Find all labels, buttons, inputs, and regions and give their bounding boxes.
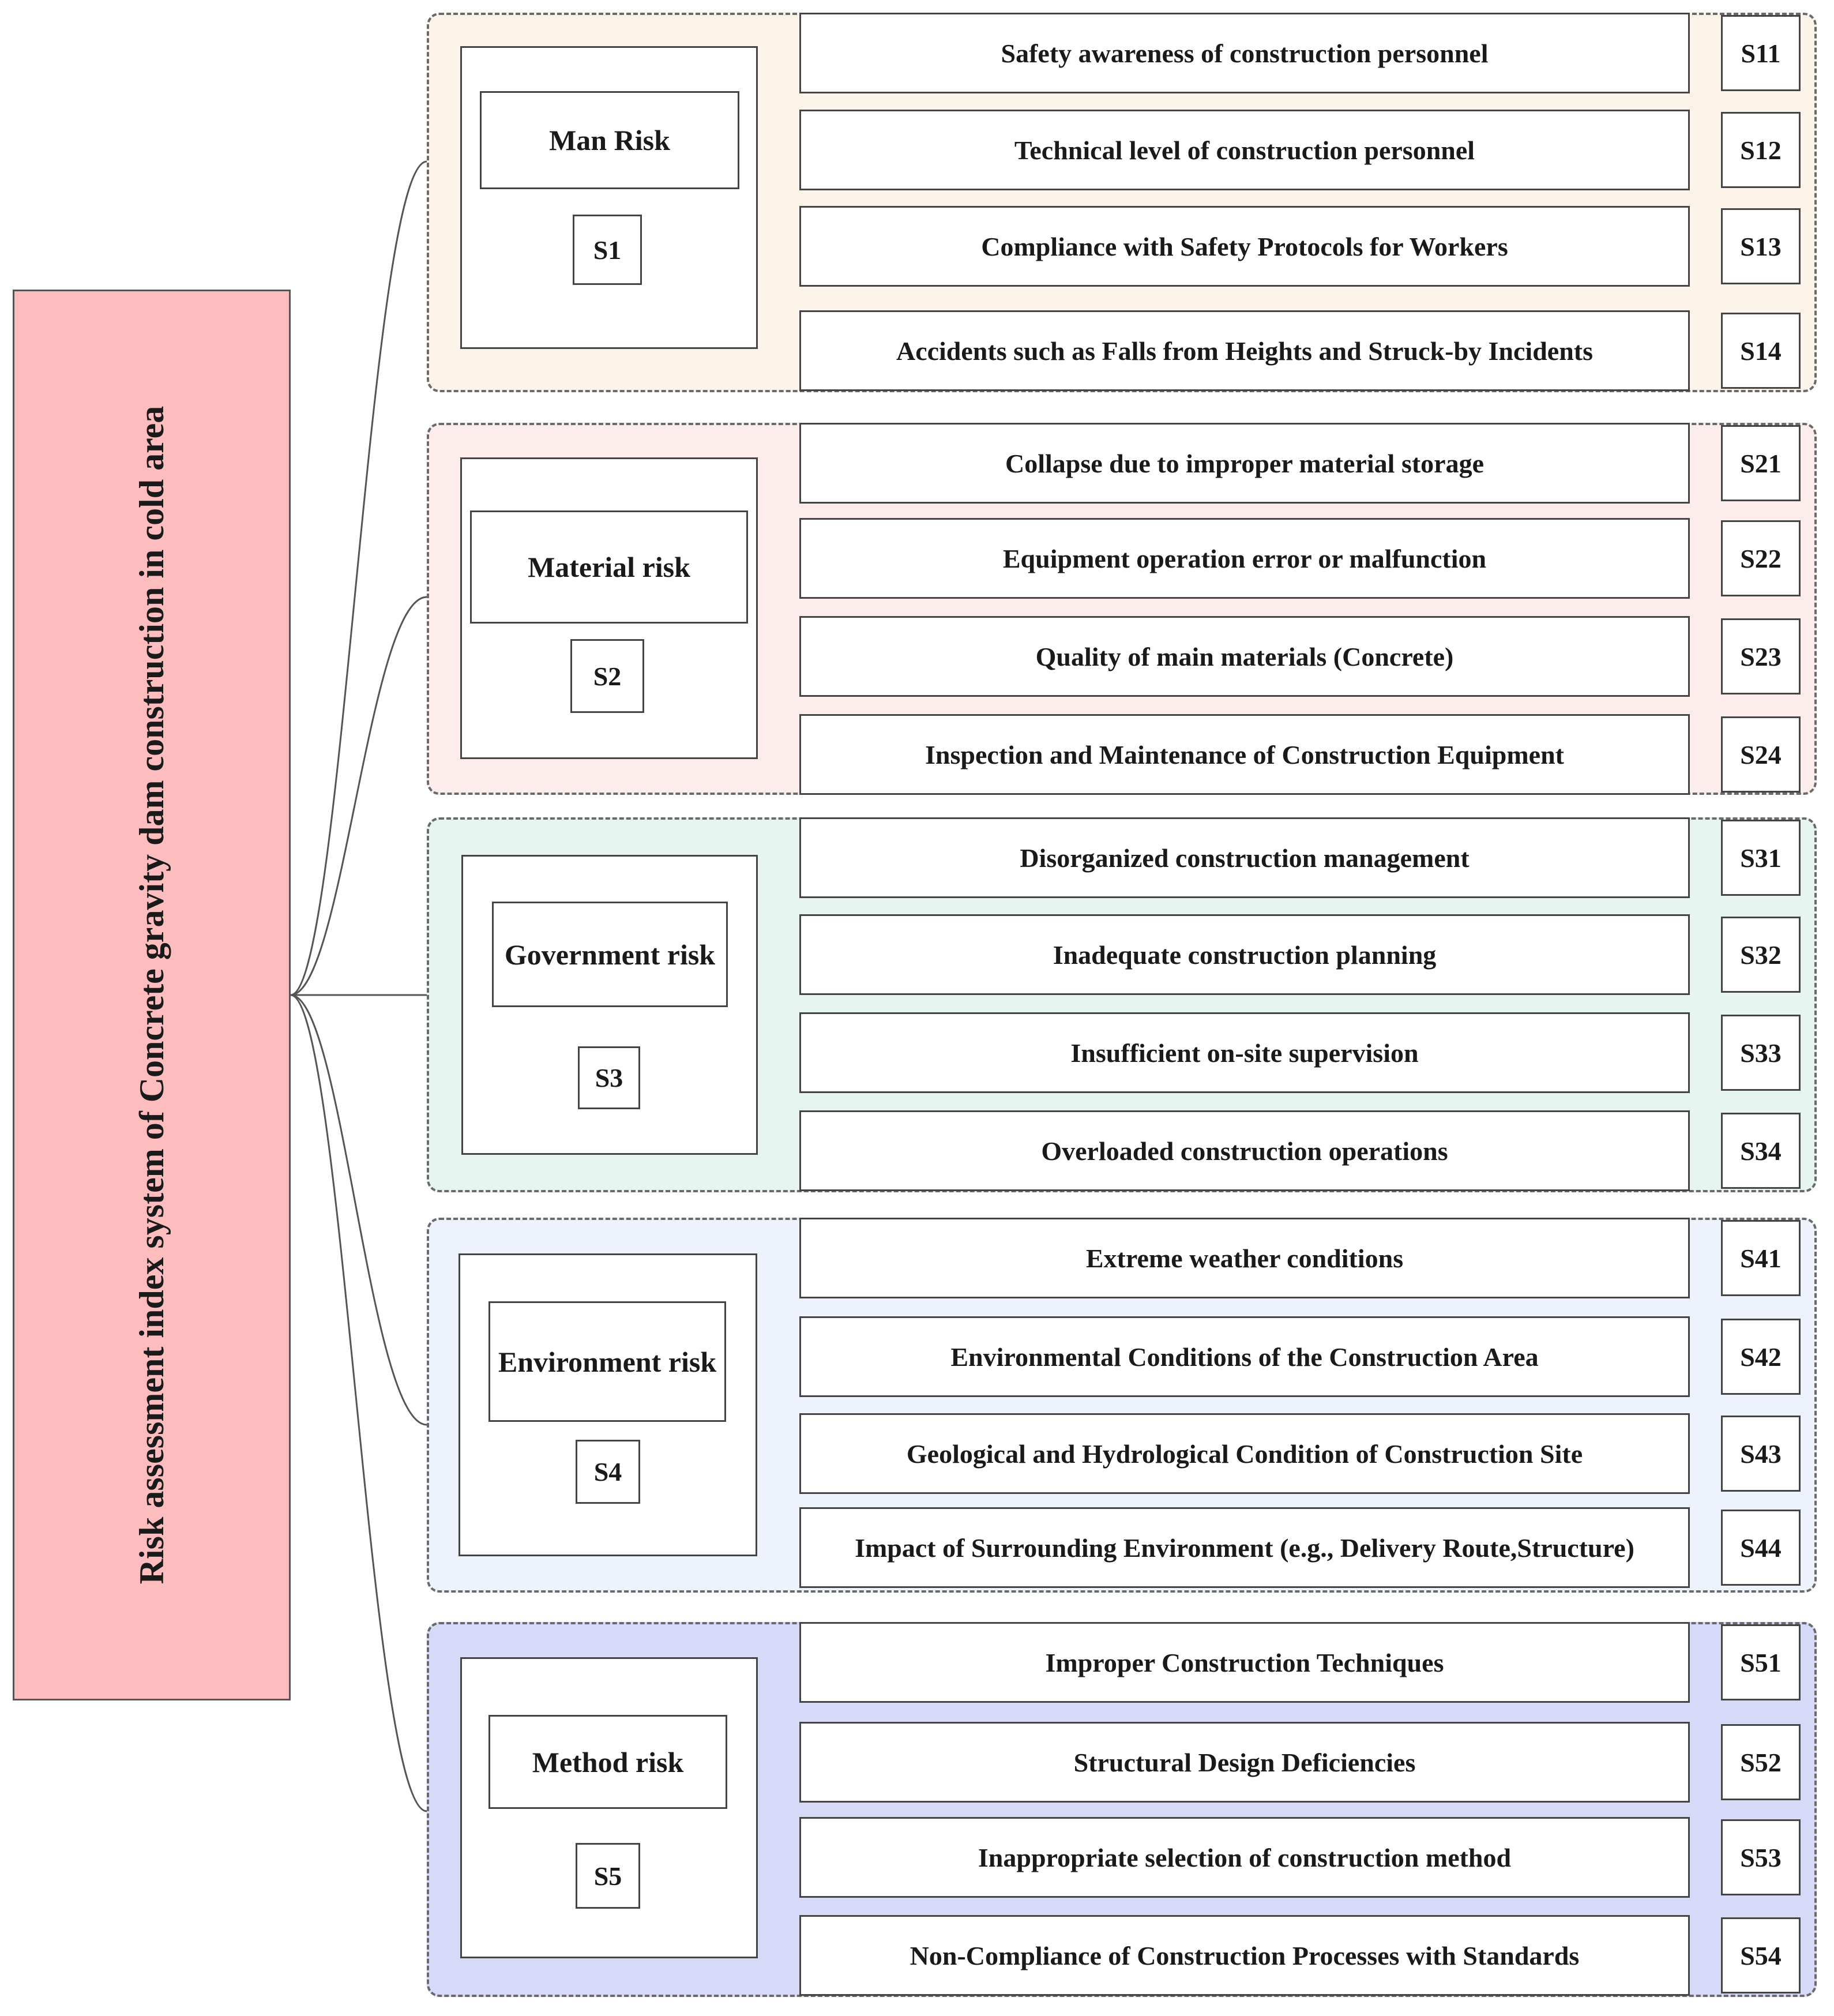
indicator-item: Compliance with Safety Protocols for Wor…	[799, 206, 1690, 287]
connector-line-4	[290, 994, 427, 1426]
indicator-item: Impact of Surrounding Environment (e.g.,…	[799, 1507, 1690, 1588]
indicator-item: Environmental Conditions of the Construc…	[799, 1316, 1690, 1397]
category-code: S1	[573, 215, 642, 285]
indicator-code: S42	[1721, 1319, 1801, 1395]
indicator-item: Collapse due to improper material storag…	[799, 423, 1690, 504]
indicator-code: S14	[1721, 313, 1801, 389]
indicator-item: Disorganized construction management	[799, 817, 1690, 898]
indicator-code: S13	[1721, 208, 1801, 284]
indicator-item: Improper Construction Techniques	[799, 1622, 1690, 1703]
root-node: Risk assessment index system of Concrete…	[13, 290, 291, 1700]
indicator-code: S33	[1721, 1015, 1801, 1091]
indicator-item: Insufficient on-site supervision	[799, 1012, 1690, 1093]
indicator-item: Geological and Hydrological Condition of…	[799, 1413, 1690, 1494]
indicator-item: Inspection and Maintenance of Constructi…	[799, 714, 1690, 795]
indicator-item: Structural Design Deficiencies	[799, 1722, 1690, 1803]
indicator-item: Overloaded construction operations	[799, 1110, 1690, 1191]
root-title: Risk assessment index system of Concrete…	[133, 406, 171, 1585]
category-label: Man Risk	[480, 91, 739, 189]
connector-line-2	[290, 596, 427, 996]
indicator-code: S12	[1721, 112, 1801, 188]
indicator-code: S22	[1721, 520, 1801, 596]
indicator-code: S43	[1721, 1416, 1801, 1492]
indicator-code: S41	[1721, 1220, 1801, 1296]
indicator-code: S44	[1721, 1510, 1801, 1586]
indicator-code: S23	[1721, 618, 1801, 694]
indicator-code: S24	[1721, 716, 1801, 793]
indicator-item: Technical level of construction personne…	[799, 110, 1690, 190]
indicator-code: S54	[1721, 1917, 1801, 1994]
indicator-item: Safety awareness of construction personn…	[799, 13, 1690, 93]
category-code: S4	[576, 1440, 640, 1504]
indicator-item: Accidents such as Falls from Heights and…	[799, 310, 1690, 391]
indicator-item: Inappropriate selection of construction …	[799, 1817, 1690, 1898]
indicator-item: Equipment operation error or malfunction	[799, 518, 1690, 599]
indicator-code: S31	[1721, 820, 1801, 896]
category-code: S3	[578, 1046, 640, 1109]
indicator-code: S21	[1721, 425, 1801, 501]
indicator-item: Quality of main materials (Concrete)	[799, 616, 1690, 697]
indicator-code: S32	[1721, 917, 1801, 993]
indicator-item: Extreme weather conditions	[799, 1218, 1690, 1298]
category-label: Method risk	[488, 1715, 727, 1809]
connector-line-5	[290, 994, 427, 1812]
indicator-code: S52	[1721, 1724, 1801, 1800]
indicator-code: S51	[1721, 1624, 1801, 1700]
indicator-code: S11	[1721, 15, 1801, 91]
category-label: Environment risk	[488, 1301, 726, 1422]
indicator-item: Non-Compliance of Construction Processes…	[799, 1915, 1690, 1996]
category-code: S5	[576, 1843, 640, 1909]
category-label: Material risk	[470, 510, 748, 624]
indicator-code: S34	[1721, 1113, 1801, 1189]
indicator-code: S53	[1721, 1819, 1801, 1895]
connector-line-1	[290, 160, 427, 996]
indicator-item: Inadequate construction planning	[799, 914, 1690, 995]
category-code: S2	[570, 639, 644, 713]
category-label: Government risk	[492, 902, 728, 1007]
